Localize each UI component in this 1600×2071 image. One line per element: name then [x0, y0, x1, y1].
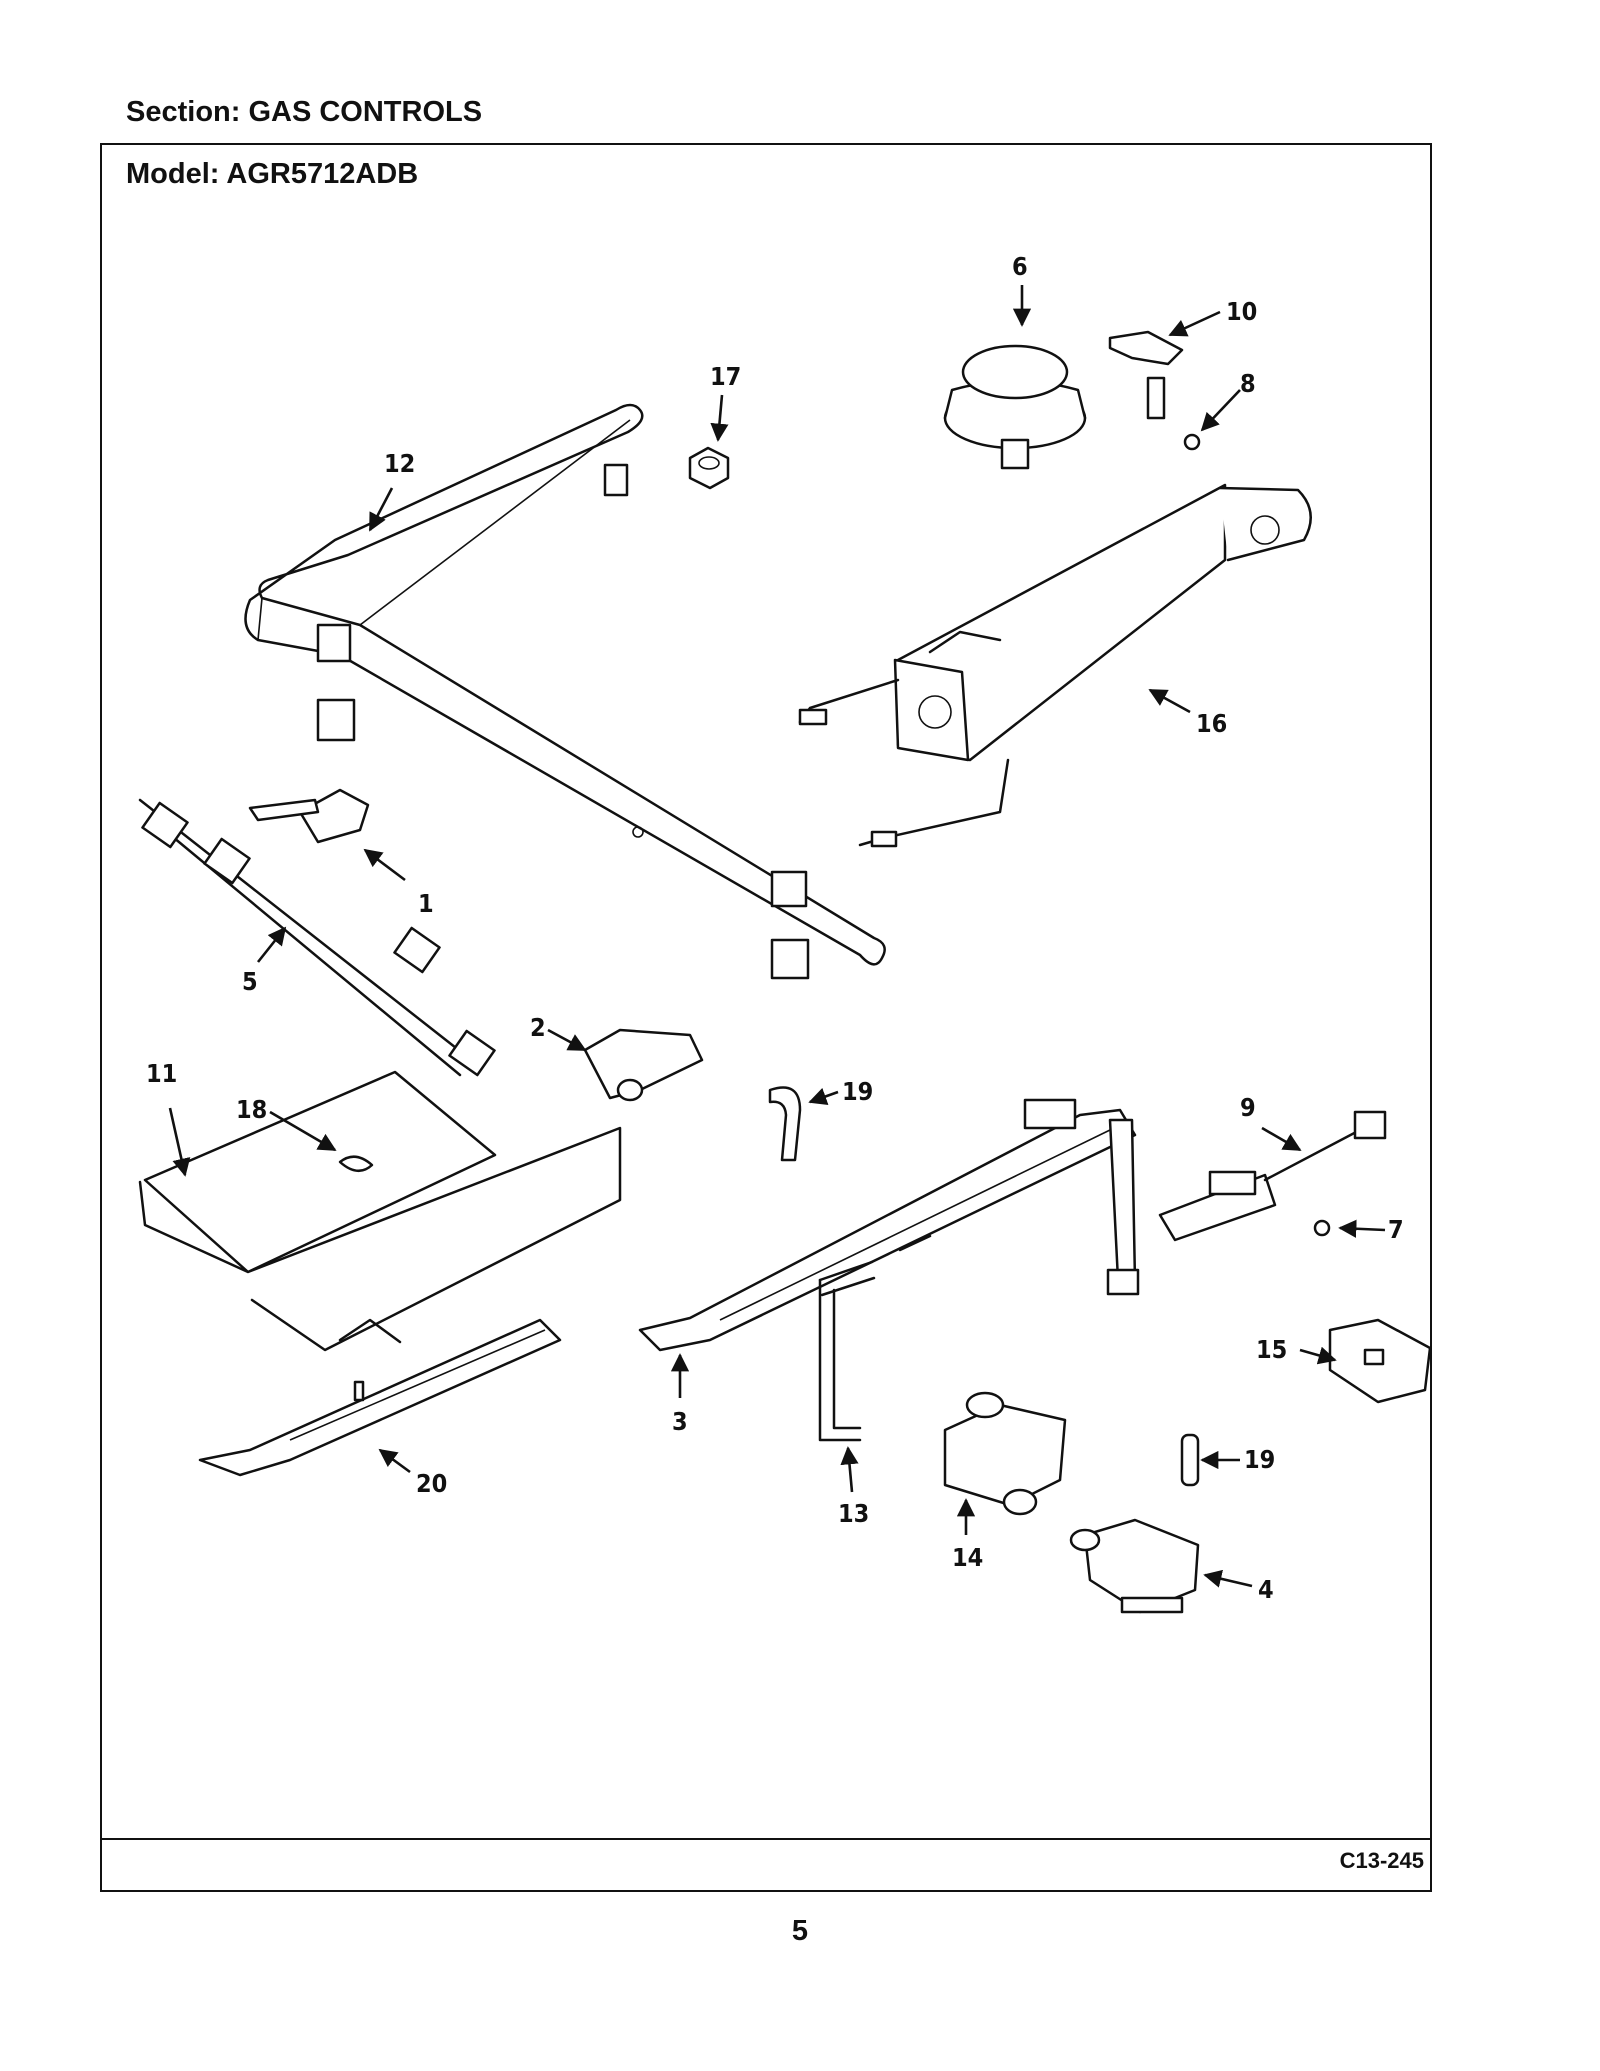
callout-1: 1 — [418, 889, 434, 918]
part-19-short-tube — [1180, 1433, 1200, 1487]
callout-18: 18 — [236, 1095, 267, 1124]
part-2-elbow — [583, 1028, 704, 1102]
part-4-valve — [1069, 1518, 1200, 1614]
part-1-bracket — [248, 788, 370, 844]
callout-17: 17 — [710, 362, 741, 391]
callout-16: 16 — [1196, 709, 1227, 738]
part-7-screw — [1313, 1219, 1331, 1237]
part-12-manifold — [244, 403, 886, 980]
callout-8: 8 — [1240, 369, 1256, 398]
part-9-electrode — [1158, 1110, 1387, 1242]
callout-13: 13 — [838, 1499, 869, 1528]
callout-15: 15 — [1256, 1335, 1287, 1364]
part-11-heat-shield — [138, 1070, 622, 1352]
part-6-burner — [943, 344, 1087, 470]
page-number: 5 — [791, 1915, 809, 1947]
drawing-code: C13-245 — [1339, 1848, 1424, 1873]
part-10-bracket — [1108, 330, 1184, 420]
callout-labels: 6 10 17 8 12 16 1 5 2 11 18 19 9 7 3 15 … — [146, 252, 1404, 1604]
part-8-screw — [1183, 433, 1201, 451]
part-20-burner-tube — [198, 1318, 562, 1477]
callout-11: 11 — [146, 1059, 177, 1088]
callout-9: 9 — [1240, 1093, 1256, 1122]
part-14-regulator — [943, 1391, 1067, 1516]
section-title: Section: GAS CONTROLS — [126, 96, 483, 128]
part-3-burner-tube — [638, 1098, 1140, 1352]
callout-7: 7 — [1388, 1215, 1404, 1244]
callout-19-lower: 19 — [1244, 1445, 1275, 1474]
callout-12: 12 — [384, 449, 415, 478]
part-18-wing-nut — [338, 1155, 374, 1172]
callout-3: 3 — [672, 1407, 688, 1436]
callout-5: 5 — [242, 967, 258, 996]
callout-2: 2 — [530, 1013, 546, 1042]
part-19-hose — [768, 1086, 802, 1162]
part-16-burner-box — [798, 483, 1312, 848]
callout-arrows — [168, 285, 1386, 1588]
callout-6: 6 — [1012, 252, 1028, 281]
part-17-orifice — [688, 446, 730, 490]
callout-4: 4 — [1258, 1575, 1274, 1604]
callout-19: 19 — [842, 1077, 873, 1106]
diagram-frame — [100, 143, 1432, 1892]
part-5-igniter-harness — [138, 798, 496, 1077]
footer-divider — [100, 1838, 1432, 1840]
callout-20: 20 — [416, 1469, 447, 1498]
part-13-tubing — [818, 1234, 932, 1442]
callout-14: 14 — [952, 1543, 983, 1572]
callout-10: 10 — [1226, 297, 1257, 326]
model-title: Model: AGR5712ADB — [126, 158, 419, 190]
part-15-spark-module — [1328, 1318, 1432, 1404]
